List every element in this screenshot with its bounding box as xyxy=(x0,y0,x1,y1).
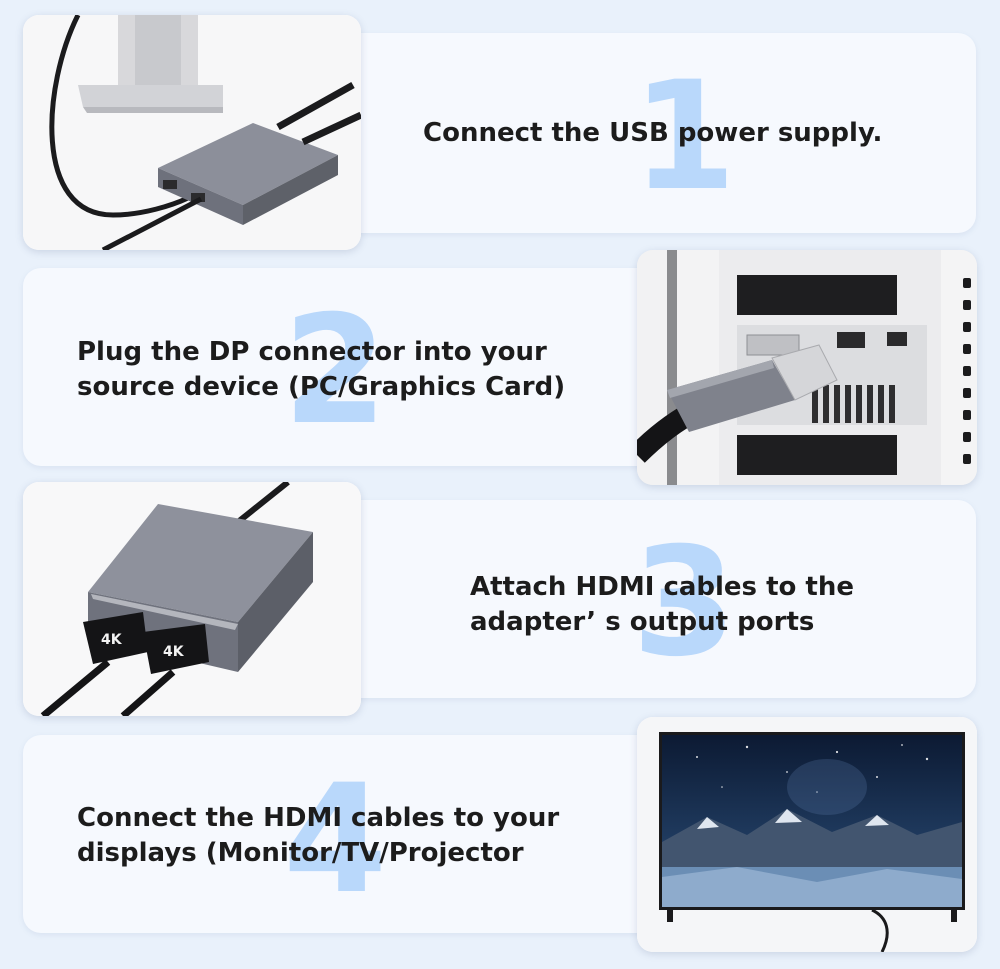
step-3-line-1: Attach HDMI cables to the xyxy=(470,572,854,602)
step-3-card xyxy=(330,500,976,698)
step-2-line-2: source device (PC/Graphics Card) xyxy=(77,372,566,402)
step-2-line-1: Plug the DP connector into your xyxy=(77,337,547,367)
tv-display-illustration xyxy=(637,717,977,952)
tv-display-photo xyxy=(637,717,977,952)
step-3-text: Attach HDMI cables to the adapter’ s out… xyxy=(470,570,854,640)
step-4-card xyxy=(23,735,669,933)
usb-power-photo xyxy=(23,15,361,250)
step-3-line-2: adapter’ s output ports xyxy=(470,607,815,637)
step-4-number: 4 xyxy=(283,753,388,927)
step-2-card xyxy=(23,268,669,466)
step-2-text: Plug the DP connector into your source d… xyxy=(77,335,565,405)
dp-connector-illustration xyxy=(637,250,977,485)
step-1-card xyxy=(330,33,976,233)
step-3-number: 3 xyxy=(632,516,737,690)
hdmi-adapter-photo: 4K 4K xyxy=(23,482,361,716)
step-2-number: 2 xyxy=(283,284,388,458)
step-1-number: 1 xyxy=(632,50,737,224)
step-1-line-1: Connect the USB power supply. xyxy=(423,118,883,148)
hdmi-port-label-2: 4K xyxy=(163,644,185,660)
hdmi-port-label-1: 4K xyxy=(101,632,123,648)
step-1-text: Connect the USB power supply. xyxy=(423,116,882,151)
usb-power-illustration xyxy=(23,15,361,250)
hdmi-adapter-illustration: 4K 4K xyxy=(23,482,361,716)
step-4-text: Connect the HDMI cables to your displays… xyxy=(77,801,559,871)
dp-connector-photo xyxy=(637,250,977,485)
step-4-line-1: Connect the HDMI cables to your xyxy=(77,803,560,833)
step-4-line-2: displays (Monitor/TV/Projector xyxy=(77,838,524,868)
